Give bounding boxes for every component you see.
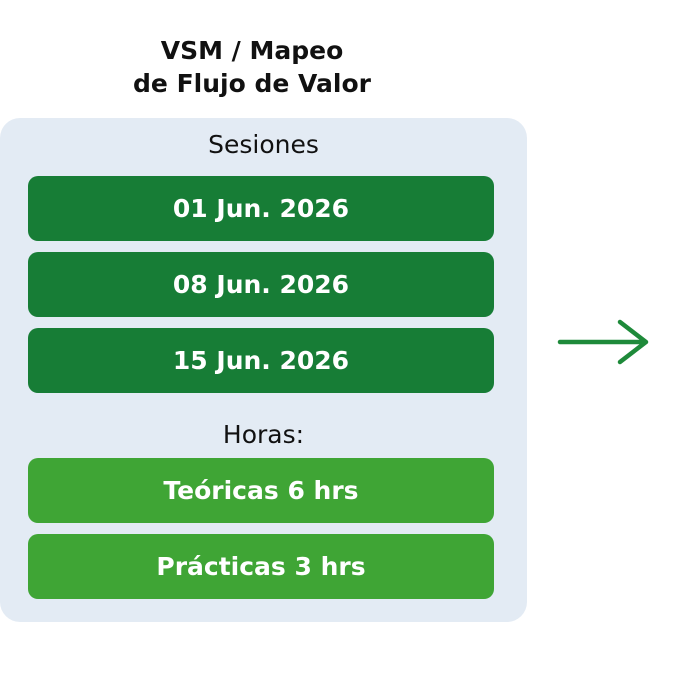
practice-hours[interactable]: Prácticas 3 hrs	[28, 534, 494, 599]
arrow-right-icon[interactable]	[556, 318, 652, 366]
session-date-2[interactable]: 08 Jun. 2026	[28, 252, 494, 317]
session-date-1[interactable]: 01 Jun. 2026	[28, 176, 494, 241]
course-title: VSM / Mapeo de Flujo de Valor	[60, 34, 444, 100]
theory-hours[interactable]: Teóricas 6 hrs	[28, 458, 494, 523]
course-info-panel: Sesiones 01 Jun. 2026 08 Jun. 2026 15 Ju…	[0, 118, 527, 622]
sessions-label: Sesiones	[208, 130, 319, 159]
session-date-3[interactable]: 15 Jun. 2026	[28, 328, 494, 393]
title-line-2: de Flujo de Valor	[133, 69, 371, 98]
hours-label: Horas:	[222, 420, 305, 449]
title-line-1: VSM / Mapeo	[160, 36, 344, 65]
